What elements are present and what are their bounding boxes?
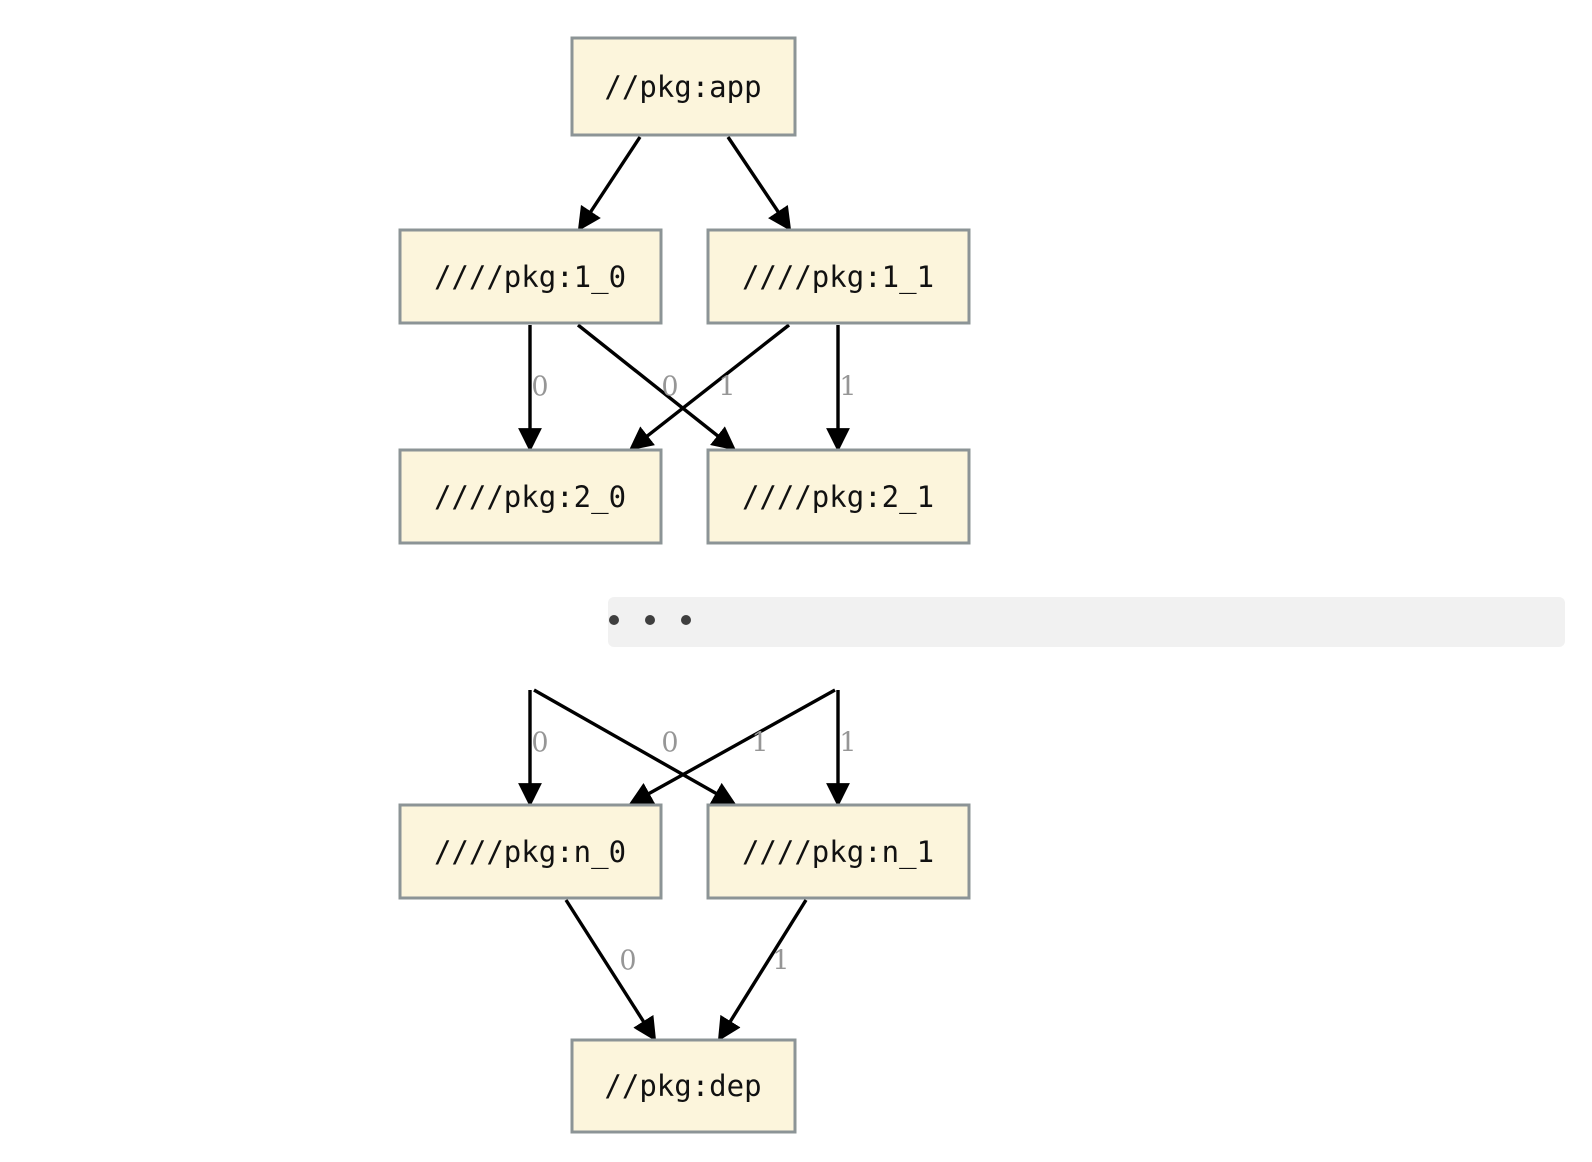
edge-app-to-1_1 xyxy=(726,136,792,232)
node-pkg-2_1-label: ////pkg:2_1 xyxy=(742,480,934,515)
node-dep[interactable]: //pkg:dep xyxy=(570,1038,797,1134)
node-pkg-2_0-label: ////pkg:2_0 xyxy=(434,480,626,515)
edge-label-1_0-to-2_1: 0 xyxy=(661,372,678,403)
edge-app-to-1_0 xyxy=(577,136,642,232)
edge-layer: 0 0 1 1 0 0 1 1 0 1 xyxy=(518,136,857,1042)
node-app-box[interactable] xyxy=(570,36,797,137)
node-dep-box[interactable] xyxy=(570,1038,797,1134)
edge-1_1-to-2_0 xyxy=(628,323,791,451)
edge-1_0-to-2_1 xyxy=(576,323,737,451)
edge-label-prev-to-n_1: 0 xyxy=(661,728,678,759)
node-pkg-n_1[interactable]: ////pkg:n_1 xyxy=(706,803,971,900)
edge-n_0-to-dep xyxy=(564,899,657,1042)
ellipsis-band xyxy=(608,597,1565,647)
edge-n_1-to-dep xyxy=(717,899,808,1042)
node-app[interactable]: //pkg:app xyxy=(570,36,797,137)
node-dep-label: //pkg:dep xyxy=(604,1069,761,1103)
edge-label-1_0-to-2_0: 0 xyxy=(531,372,548,403)
node-pkg-2_1[interactable]: ////pkg:2_1 xyxy=(706,448,971,545)
ellipsis-dot-1 xyxy=(609,615,619,625)
edge-prev-to-n_1 xyxy=(533,688,737,805)
node-pkg-1_0[interactable]: ////pkg:1_0 xyxy=(398,228,663,325)
edge-label-prev-to-n_0: 0 xyxy=(531,728,548,759)
edge-label-prev2-to-n_1: 1 xyxy=(839,728,856,759)
node-pkg-n_1-label: ////pkg:n_1 xyxy=(742,835,934,870)
ellipsis-dot-3 xyxy=(681,615,691,625)
ellipsis-separator xyxy=(608,597,1565,647)
node-pkg-1_1[interactable]: ////pkg:1_1 xyxy=(706,228,971,325)
node-pkg-n_0-label: ////pkg:n_0 xyxy=(434,835,626,870)
edge-label-prev2-to-n_0: 1 xyxy=(751,728,768,759)
edge-label-n_0-to-dep: 0 xyxy=(619,946,636,977)
edge-label-1_1-to-2_1: 1 xyxy=(839,372,856,403)
ellipsis-dot-2 xyxy=(645,615,655,625)
node-app-label: //pkg:app xyxy=(604,70,761,104)
node-pkg-1_1-box[interactable] xyxy=(706,228,971,325)
node-pkg-1_1-label: ////pkg:1_1 xyxy=(742,260,934,295)
node-pkg-1_0-box[interactable] xyxy=(398,228,663,325)
node-pkg-n_1-box[interactable] xyxy=(706,803,971,900)
node-pkg-1_0-label: ////pkg:1_0 xyxy=(434,260,626,295)
node-pkg-2_0-box[interactable] xyxy=(398,448,663,545)
node-pkg-2_0[interactable]: ////pkg:2_0 xyxy=(398,448,663,545)
edge-label-1_1-to-2_0: 1 xyxy=(718,372,735,403)
edge-prev2-to-n_0 xyxy=(628,688,836,805)
node-pkg-n_0-box[interactable] xyxy=(398,803,663,900)
node-pkg-2_1-box[interactable] xyxy=(706,448,971,545)
node-pkg-n_0[interactable]: ////pkg:n_0 xyxy=(398,803,663,900)
edge-label-n_1-to-dep: 1 xyxy=(772,946,789,977)
node-layer: //pkg:app ////pkg:1_0 ////pkg:1_1 ////pk… xyxy=(398,36,971,1134)
